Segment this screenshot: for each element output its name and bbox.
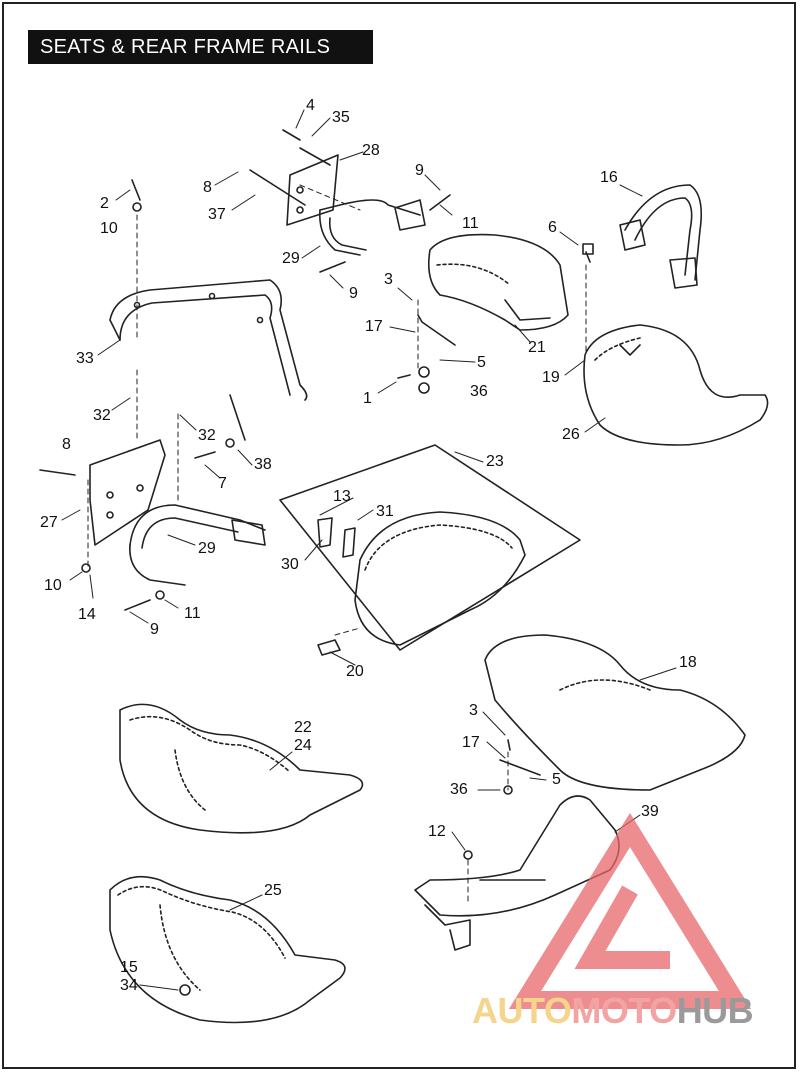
seat-22-24: [119, 703, 364, 834]
callout-label: 10: [100, 220, 118, 237]
callout-label: 9: [415, 162, 424, 179]
page-title: SEATS & REAR FRAME RAILS: [28, 30, 373, 64]
callout-label: 14: [78, 606, 96, 623]
callout-label: 35: [332, 109, 350, 126]
callout-label: 6: [548, 219, 557, 236]
assembly-lines: [87, 184, 587, 906]
callout-label: 30: [281, 556, 299, 573]
callout-label: 18: [679, 654, 697, 671]
bracket-27: [89, 439, 166, 546]
callout-label: 17: [462, 734, 480, 751]
callout-label: 32: [198, 427, 216, 444]
callout-label: 16: [600, 169, 618, 186]
callout-label: 13: [333, 488, 351, 505]
callout-label: 26: [562, 426, 580, 443]
callout-label: 17: [365, 318, 383, 335]
callout-label: 1: [363, 390, 372, 407]
callout-label: 34: [120, 977, 138, 994]
callout-label: 11: [462, 215, 479, 232]
callout-label: 3: [384, 271, 393, 288]
backrest-23: [279, 444, 581, 656]
wordmark-part-auto: AUTO: [472, 990, 572, 1031]
callout-label: 33: [76, 350, 94, 367]
callout-label: 10: [44, 577, 62, 594]
automotohub-wordmark: AUTOMOTOHUB: [472, 990, 754, 1032]
rail-29-top: [318, 199, 426, 256]
wordmark-part-moto: MOTO: [571, 990, 677, 1031]
callout-label: 29: [282, 250, 300, 267]
callout-label: 38: [254, 456, 272, 473]
callout-label: 24: [294, 737, 312, 754]
callout-label: 39: [641, 803, 659, 820]
callout-label: 31: [376, 503, 394, 520]
callout-label: 4: [306, 97, 315, 114]
callout-label: 7: [218, 475, 227, 492]
callout-label: 22: [294, 719, 312, 736]
callout-label: 8: [203, 179, 212, 196]
callout-label: 37: [208, 206, 226, 223]
callout-label: 25: [264, 882, 282, 899]
wordmark-part-hub: HUB: [676, 990, 754, 1031]
callout-label: 32: [93, 407, 111, 424]
callout-label: 36: [450, 781, 468, 798]
rail-29-lower: [129, 504, 266, 586]
callout-label: 20: [346, 663, 364, 680]
callout-label: 2: [100, 195, 109, 212]
rail-33: [109, 279, 308, 441]
seat-21: [427, 233, 569, 331]
callout-label: 8: [62, 436, 71, 453]
strap-16: [619, 184, 703, 289]
rack-39: [414, 795, 620, 951]
callout-label: 28: [362, 142, 380, 159]
callout-label: 5: [477, 354, 486, 371]
callout-label: 3: [469, 702, 478, 719]
seat-26: [583, 324, 769, 446]
callout-label: 5: [552, 771, 561, 788]
callout-label: 12: [428, 823, 446, 840]
callout-label: 36: [470, 383, 488, 400]
callout-label: 19: [542, 369, 560, 386]
seat-18: [484, 634, 746, 791]
callout-label: 15: [120, 959, 138, 976]
callout-label: 23: [486, 453, 504, 470]
callout-label: 9: [150, 621, 159, 638]
callout-label: 29: [198, 540, 216, 557]
bracket-plate-28: [249, 129, 339, 226]
callout-label: 9: [349, 285, 358, 302]
callout-label: 11: [184, 605, 201, 622]
fasteners: [39, 179, 594, 860]
seat-25: [109, 875, 346, 1024]
callout-label: 21: [528, 339, 546, 356]
automotohub-logo: [508, 812, 752, 1009]
callout-label: 27: [40, 514, 58, 531]
